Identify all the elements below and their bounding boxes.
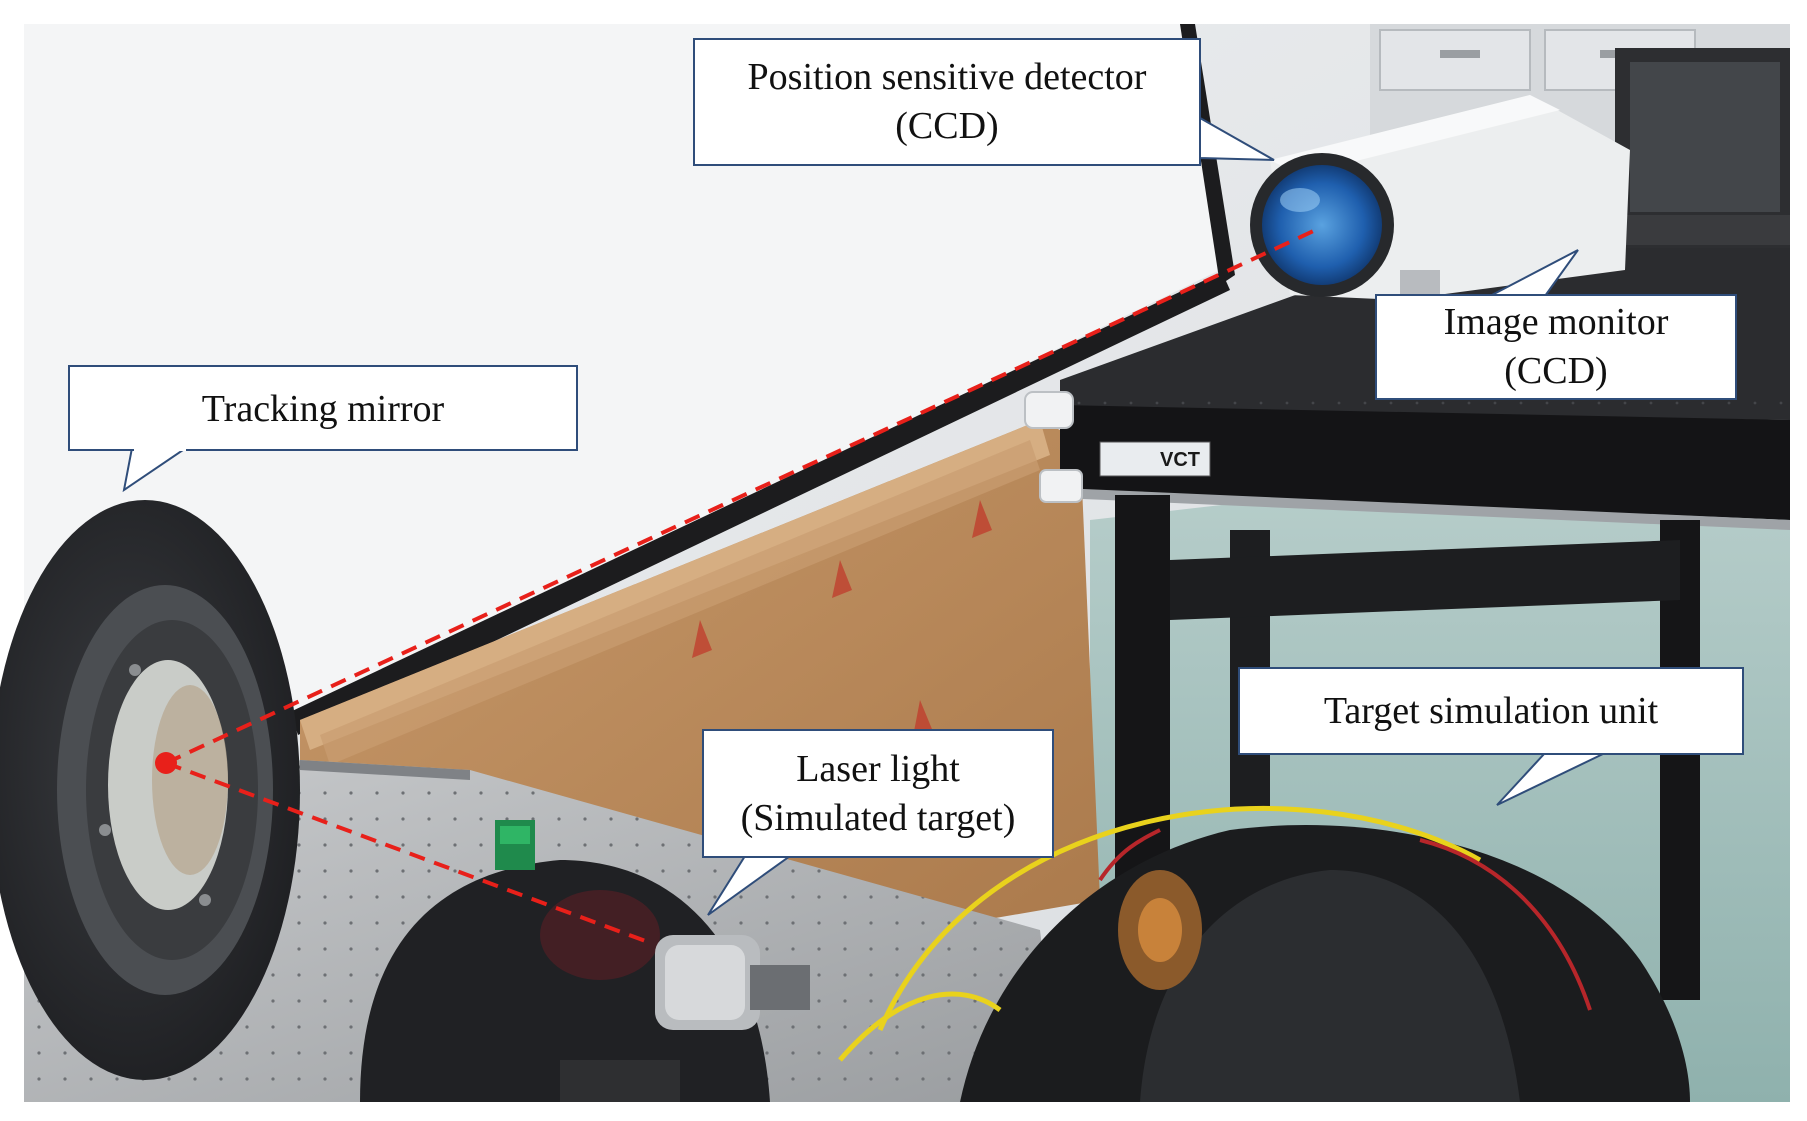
psd-label-line1: Position sensitive detector [747,56,1147,99]
tracking-mirror-label: Tracking mirror [201,387,445,430]
image-monitor-label-line1: Image monitor [1443,301,1669,344]
laser-light-assembly [360,820,810,1102]
laser-beam-path [155,226,1321,944]
table-label [1099,441,1211,477]
laser-beam-to-ccd [165,226,1321,765]
image-monitor-label-line2: (CCD) [1504,350,1608,392]
target-simulation-unit-callout: Target simulation unit [1238,667,1744,755]
laser-light-label-line2: (Simulated target) [740,796,1016,839]
target-simulation-unit [838,806,1690,1102]
photo-content: VCT [0,24,1790,1102]
target-simulation-unit-label: Target simulation unit [1323,689,1659,732]
laser-spot [155,752,177,774]
table-brand-text: VCT [1160,449,1200,471]
laser-beam-from-source [165,761,649,944]
laser-light-callout: Laser light (Simulated target) [702,729,1054,858]
laser-light-label-line1: Laser light [796,747,960,790]
psd-label-line2: (CCD) [895,105,999,147]
ccd-camera [1250,95,1630,300]
tracking-mirror [0,500,300,1080]
image-monitor-callout: Image monitor (CCD) [1375,294,1737,400]
image-monitor [1615,48,1790,248]
position-sensitive-detector-callout: Position sensitive detector (CCD) [693,38,1201,166]
tracking-mirror-callout: Tracking mirror [68,365,578,451]
